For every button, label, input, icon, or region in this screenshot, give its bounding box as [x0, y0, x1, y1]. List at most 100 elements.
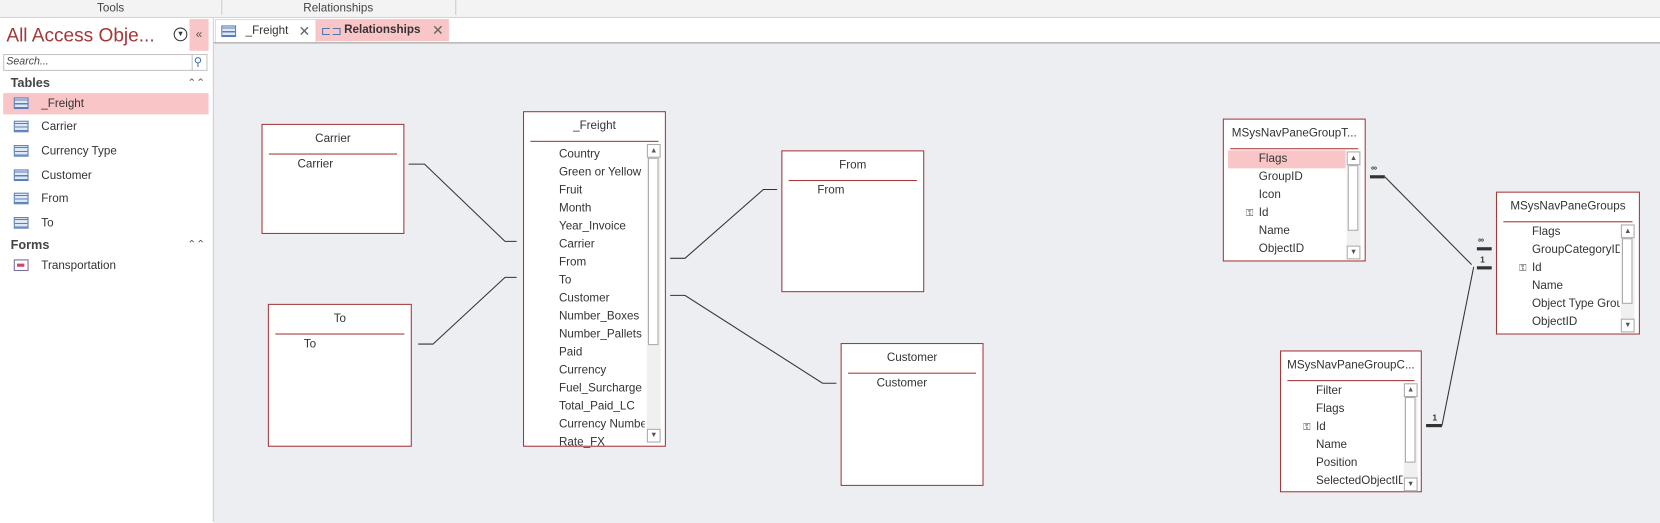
primary-key-icon: ⚿ [1303, 421, 1311, 432]
table-to[interactable]: To To [267, 303, 412, 447]
scroll-up-icon[interactable]: ▲ [646, 143, 661, 158]
field[interactable]: Customer [876, 376, 928, 390]
field[interactable]: Green or Yellow [558, 166, 642, 179]
field[interactable]: Id [1258, 206, 1269, 220]
field[interactable]: Month [558, 202, 592, 215]
close-icon[interactable]: ✕ [298, 23, 311, 40]
scroll-up-icon[interactable]: ▲ [1620, 224, 1635, 239]
field[interactable]: SelectedObjectID [1315, 474, 1403, 488]
divider [221, 0, 223, 15]
primary-key-icon: ⚿ [1246, 207, 1254, 219]
table-from[interactable]: From From [781, 150, 925, 293]
field[interactable]: Year_Invoice [558, 220, 626, 233]
scroll-up-icon[interactable]: ▲ [1346, 151, 1361, 166]
scroll-thumb[interactable] [647, 157, 659, 346]
scroll-thumb[interactable] [1347, 165, 1359, 231]
field[interactable]: Icon [1258, 188, 1281, 202]
field[interactable]: GroupCategoryID [1531, 243, 1620, 257]
field[interactable]: Name [1258, 224, 1290, 238]
field[interactable]: From [817, 184, 845, 197]
field[interactable]: From [558, 256, 587, 269]
field[interactable]: Object Type Group [1531, 297, 1620, 311]
field[interactable]: Rate_FX [558, 436, 605, 449]
field[interactable]: ObjectID [1258, 242, 1305, 256]
cardinality-one: 1 [1480, 255, 1485, 265]
field[interactable]: Number_Boxes [558, 310, 640, 323]
scroll-thumb[interactable] [1404, 397, 1416, 463]
nav-item-customer[interactable]: Customer [3, 165, 208, 186]
scroll-up-icon[interactable]: ▲ [1403, 383, 1418, 398]
field[interactable]: Filter [1315, 384, 1342, 398]
table-title: _Freight [573, 119, 616, 133]
scrollbar[interactable]: ▲ ▼ [646, 143, 661, 443]
scroll-down-icon[interactable]: ▼ [1346, 245, 1361, 260]
field[interactable]: Flags [1228, 150, 1346, 169]
field[interactable]: To [303, 337, 317, 351]
field[interactable]: Fuel_Surcharge [558, 382, 642, 395]
table-customer[interactable]: Customer Customer [840, 343, 984, 486]
scroll-down-icon[interactable]: ▼ [1620, 318, 1635, 333]
nav-item-from[interactable]: From [3, 188, 208, 209]
table-icon [13, 169, 29, 182]
field[interactable]: Name [1315, 438, 1348, 452]
field[interactable]: Customer [558, 292, 610, 305]
field[interactable]: Carrier [297, 157, 334, 171]
group-header-tables[interactable]: Tables [10, 75, 50, 90]
field[interactable]: To [558, 274, 572, 287]
scrollbar[interactable]: ▲ ▼ [1346, 151, 1361, 260]
field[interactable]: ObjectID [1531, 315, 1578, 329]
field[interactable]: Position [1315, 456, 1358, 470]
table-title: To [333, 312, 346, 326]
nav-item-transportation[interactable]: Transportation [3, 255, 208, 276]
divider [848, 372, 977, 374]
field[interactable]: Carrier [558, 238, 595, 251]
group-header-forms[interactable]: Forms [10, 237, 50, 252]
field[interactable]: GroupID [1258, 170, 1303, 184]
scroll-down-icon[interactable]: ▼ [646, 428, 661, 443]
ribbon-tools-label[interactable]: Tools [97, 2, 125, 15]
chevron-down-icon[interactable]: ▼ [173, 27, 188, 42]
field[interactable]: Id [1315, 420, 1326, 434]
chevron-up-icon[interactable]: ⌃⌃ [187, 77, 206, 89]
scrollbar[interactable]: ▲ ▼ [1403, 383, 1418, 492]
table-title: MSysNavPaneGroupT... [1231, 127, 1357, 140]
table-title: MSysNavPaneGroups [1510, 200, 1626, 213]
field[interactable]: Total_Paid_LC [558, 400, 635, 413]
field[interactable]: Id [1531, 261, 1542, 275]
field[interactable]: Number_Pallets [558, 328, 642, 341]
ribbon-relationships-label[interactable]: Relationships [303, 2, 374, 15]
tab-relationships[interactable]: ⊏⊐ Relationships ✕ [315, 19, 449, 42]
nav-item-carrier[interactable]: Carrier [3, 116, 208, 137]
table-carrier[interactable]: Carrier Carrier [261, 123, 405, 234]
collapse-nav-button[interactable]: « [189, 19, 209, 51]
field[interactable]: Currency [558, 364, 607, 377]
field[interactable]: Paid [558, 346, 583, 359]
field[interactable]: Name [1531, 279, 1564, 293]
relationships-icon: ⊏⊐ [320, 23, 343, 39]
nav-item-to[interactable]: To [3, 213, 208, 234]
scrollbar[interactable]: ▲ ▼ [1620, 224, 1635, 333]
nav-item-currency-type[interactable]: Currency Type [3, 141, 208, 162]
field[interactable]: Flags [1531, 225, 1561, 239]
divider [275, 333, 405, 335]
nav-item-freight[interactable]: _Freight [3, 93, 209, 115]
field[interactable]: Country [558, 148, 600, 161]
cardinality-many: ∞ [1371, 163, 1378, 173]
search-icon[interactable]: ⚲ [189, 53, 208, 71]
divider [455, 0, 457, 15]
cardinality-many: ∞ [1477, 235, 1484, 245]
field[interactable]: Flags [1315, 402, 1345, 416]
search-input[interactable]: Search... [3, 53, 193, 71]
close-icon[interactable]: ✕ [431, 22, 444, 39]
field[interactable]: Currency Number [558, 418, 645, 431]
chevron-up-icon[interactable]: ⌃⌃ [187, 239, 206, 251]
nav-pane-title[interactable]: All Access Obje... [6, 24, 155, 46]
scroll-down-icon[interactable]: ▼ [1403, 477, 1418, 492]
tab-freight[interactable]: _Freight ✕ [214, 19, 317, 43]
field[interactable]: Fruit [558, 184, 583, 197]
scroll-thumb[interactable] [1621, 238, 1633, 304]
